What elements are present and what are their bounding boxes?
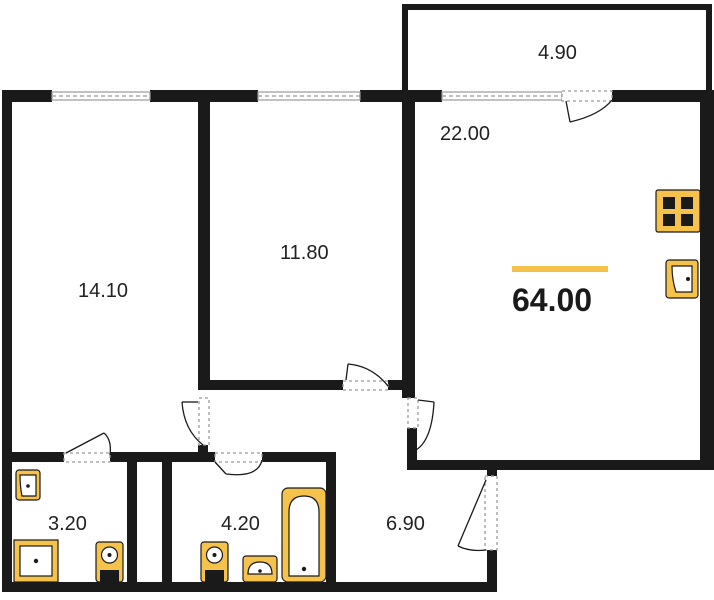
bedroom-left-area: 14.10 bbox=[78, 280, 129, 302]
door-toilet-bath bbox=[214, 452, 263, 476]
balcony-top bbox=[402, 4, 712, 10]
wall-bottom-right bbox=[407, 460, 714, 470]
wall-divider-2b bbox=[407, 428, 417, 464]
wall-mid-bottom-1 bbox=[198, 380, 343, 390]
hallway-area: 6.90 bbox=[386, 513, 425, 535]
wall-mid-stub bbox=[198, 445, 208, 457]
door-left-room bbox=[181, 397, 210, 446]
door-balcony bbox=[561, 90, 613, 123]
bathroom-area: 3.20 bbox=[48, 513, 87, 535]
stove-icon bbox=[655, 189, 701, 233]
toilet-bath-area: 4.20 bbox=[221, 513, 260, 535]
wall-bath-top-3 bbox=[262, 452, 336, 462]
wall-top-4 bbox=[612, 90, 714, 102]
wall-divider-2 bbox=[402, 98, 415, 398]
balcony-area: 4.90 bbox=[538, 42, 577, 64]
total-area: 64.00 bbox=[512, 282, 593, 318]
balcony-right bbox=[706, 4, 712, 92]
washbasin-icon bbox=[242, 555, 278, 583]
shower-tray-icon bbox=[13, 539, 59, 583]
living-kitchen-area: 22.00 bbox=[440, 123, 491, 145]
wall-bath-v1 bbox=[127, 455, 137, 590]
door-kitchen bbox=[407, 397, 435, 451]
toilet-icon bbox=[95, 541, 124, 583]
windows bbox=[51, 91, 563, 101]
wall-outer-right bbox=[700, 90, 714, 470]
wall-top-3 bbox=[360, 90, 442, 102]
kitchen-sink-icon bbox=[665, 259, 699, 299]
total-area-accent-bar bbox=[512, 266, 608, 272]
wall-bath-v3 bbox=[326, 455, 336, 590]
wall-top-1 bbox=[2, 90, 52, 102]
wall-bath-top-1 bbox=[2, 452, 64, 462]
wall-top-2 bbox=[150, 90, 258, 102]
balcony-left bbox=[402, 4, 408, 92]
fixtures bbox=[13, 189, 701, 583]
wall-outer-left bbox=[2, 90, 12, 590]
wall-outer-bottom bbox=[2, 582, 497, 592]
bedroom-middle-area: 11.80 bbox=[280, 242, 329, 264]
doors bbox=[63, 90, 613, 552]
bathroom-sink-icon bbox=[15, 469, 41, 501]
toilet-icon-2 bbox=[200, 541, 229, 583]
door-middle-room bbox=[342, 363, 389, 391]
door-entrance bbox=[457, 475, 498, 552]
wall-mid-bottom-2 bbox=[388, 380, 412, 390]
door-bathroom bbox=[63, 432, 112, 463]
wall-divider-1 bbox=[198, 98, 210, 390]
wall-bath-v2 bbox=[162, 455, 172, 590]
bathtub-icon bbox=[281, 487, 327, 583]
